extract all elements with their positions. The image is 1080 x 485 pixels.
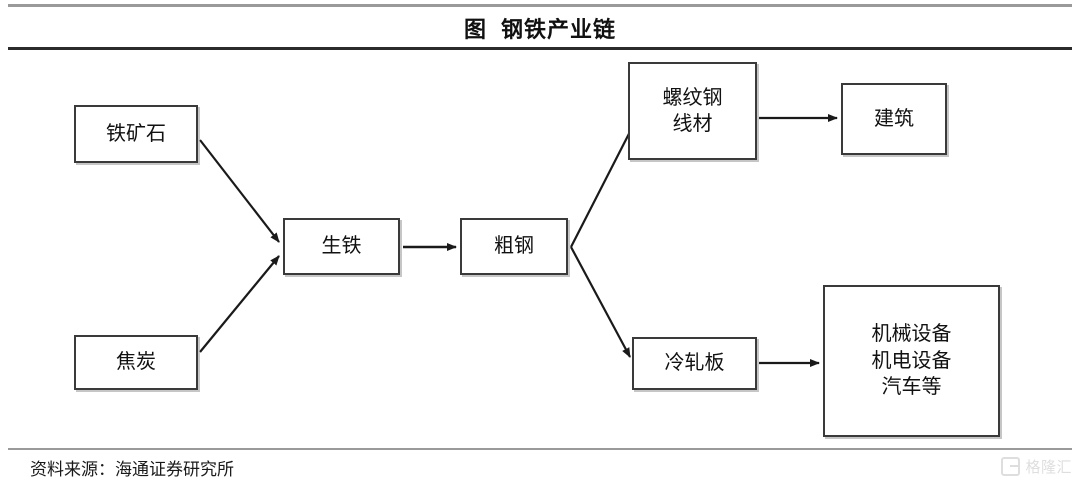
node-rebar-wire-rod-label: 螺纹钢 线材	[662, 86, 723, 135]
node-rebar-wire-rod[interactable]: 螺纹钢 线材	[628, 62, 757, 160]
node-pig-iron[interactable]: 生铁	[283, 218, 400, 275]
node-pig-iron-label: 生铁	[321, 235, 362, 258]
edge-iron-ore-to-pig-iron	[199, 139, 280, 243]
node-iron-ore[interactable]: 铁矿石	[74, 105, 198, 163]
source-note: 资料来源：海通证券研究所	[30, 460, 234, 479]
edge-crude-steel-to-cold-rolled	[570, 246, 631, 358]
node-coke[interactable]: 焦炭	[74, 335, 198, 390]
g-logo-icon	[1001, 457, 1021, 476]
footer-rule	[8, 448, 1072, 450]
figure-title-text: 钢铁产业链	[501, 17, 617, 42]
figure-title-prefix: 图	[463, 17, 487, 42]
node-crude-steel[interactable]: 粗钢	[460, 218, 568, 275]
node-crude-steel-label: 粗钢	[494, 235, 534, 258]
figure-title: 图钢铁产业链	[0, 12, 1080, 44]
node-machinery-equipment-label: 机械设备 机电设备 汽车等	[871, 323, 952, 399]
header-rule-bottom	[8, 47, 1072, 50]
edge-coke-to-pig-iron	[199, 255, 280, 353]
node-construction[interactable]: 建筑	[841, 83, 947, 155]
watermark-text: 格隆汇	[1025, 460, 1072, 476]
node-construction-label: 建筑	[874, 107, 914, 130]
node-cold-rolled-sheet[interactable]: 冷轧板	[632, 337, 757, 390]
node-cold-rolled-sheet-label: 冷轧板	[664, 352, 725, 375]
header-rule-top	[8, 4, 1072, 7]
edge-crude-steel-to-rebar	[570, 119, 637, 248]
node-coke-label: 焦炭	[116, 351, 156, 374]
node-iron-ore-label: 铁矿石	[106, 122, 166, 145]
watermark: 格隆汇	[1001, 456, 1072, 477]
node-machinery-equipment[interactable]: 机械设备 机电设备 汽车等	[823, 285, 1000, 437]
